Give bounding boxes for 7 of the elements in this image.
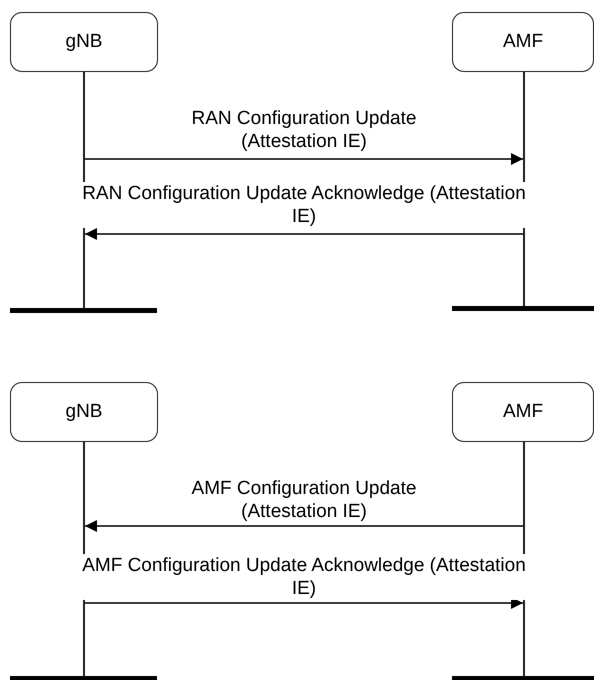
participant-box: AMF xyxy=(452,12,594,72)
message-arrow xyxy=(85,153,523,165)
message-arrow xyxy=(85,520,523,532)
participant-box: gNB xyxy=(10,12,158,72)
message-arrow xyxy=(85,228,523,240)
participant-box: gNB xyxy=(10,382,158,442)
participant-box: AMF xyxy=(452,382,594,442)
